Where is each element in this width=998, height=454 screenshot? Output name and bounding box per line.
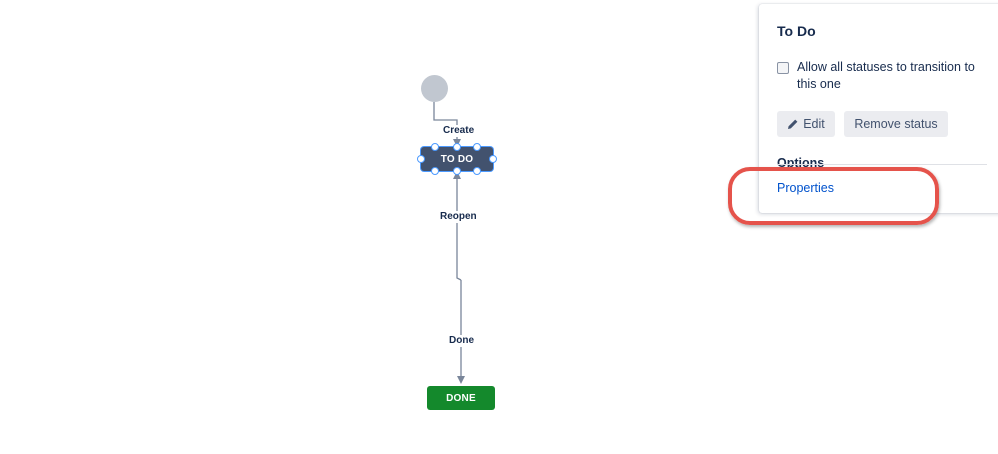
create-transition-label[interactable]: Create xyxy=(442,125,476,137)
resize-handle-top-left[interactable] xyxy=(431,143,439,151)
options-divider xyxy=(777,164,987,165)
start-node[interactable] xyxy=(421,75,448,102)
status-node-done[interactable]: DONE xyxy=(427,386,495,410)
resize-handle-top-center[interactable] xyxy=(453,143,461,151)
reopen-transition-label[interactable]: Reopen xyxy=(439,211,478,223)
resize-handle-bottom-left[interactable] xyxy=(431,167,439,175)
resize-handle-bottom-center[interactable] xyxy=(453,167,461,175)
reopen-transition-edge[interactable] xyxy=(453,171,462,281)
done-transition-label[interactable]: Done xyxy=(448,335,475,347)
options-heading: Options xyxy=(777,156,825,170)
remove-status-button[interactable]: Remove status xyxy=(844,111,948,137)
edit-button[interactable]: Edit xyxy=(777,111,835,137)
resize-handle-right[interactable] xyxy=(489,155,497,163)
resize-handle-top-right[interactable] xyxy=(473,143,481,151)
status-node-todo-label: TO DO xyxy=(440,153,474,165)
allow-all-statuses-checkbox[interactable] xyxy=(777,62,789,74)
resize-handle-bottom-right[interactable] xyxy=(473,167,481,175)
properties-link[interactable]: Properties xyxy=(777,181,834,195)
allow-all-statuses-row[interactable]: Allow all statuses to transition to this… xyxy=(777,59,992,93)
allow-all-statuses-label[interactable]: Allow all statuses to transition to this… xyxy=(797,60,975,91)
panel-title: To Do xyxy=(777,23,816,39)
edit-button-label: Edit xyxy=(803,117,825,131)
remove-status-button-label: Remove status xyxy=(854,117,938,131)
status-properties-panel: To Do Allow all statuses to transition t… xyxy=(759,4,998,213)
status-node-done-label: DONE xyxy=(446,392,476,404)
resize-handle-left[interactable] xyxy=(417,155,425,163)
pencil-icon xyxy=(788,119,798,129)
